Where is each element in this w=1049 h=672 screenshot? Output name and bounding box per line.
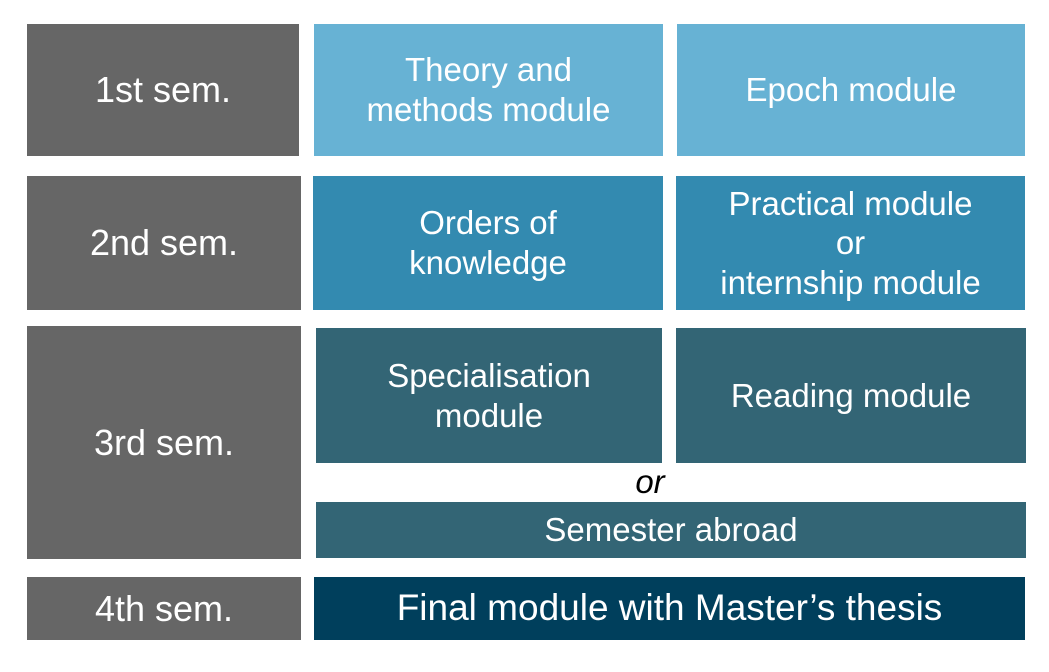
epoch-module: Epoch module — [677, 24, 1025, 156]
final-module-masters-thesis: Final module with Master’s thesis — [314, 577, 1025, 640]
orders-of-knowledge-module: Orders of knowledge — [313, 176, 663, 310]
theory-methods-module: Theory and methods module — [314, 24, 663, 156]
semester-1-label: 1st sem. — [27, 24, 299, 156]
reading-module: Reading module — [676, 328, 1026, 463]
semester-4-label: 4th sem. — [27, 577, 301, 640]
specialisation-module: Specialisation module — [316, 328, 662, 463]
semester-abroad: Semester abroad — [316, 502, 1026, 558]
or-connector: or — [635, 463, 665, 500]
practical-or-internship-module: Practical module or internship module — [676, 176, 1025, 310]
semester-3-label: 3rd sem. — [27, 326, 301, 559]
semester-2-label: 2nd sem. — [27, 176, 301, 310]
